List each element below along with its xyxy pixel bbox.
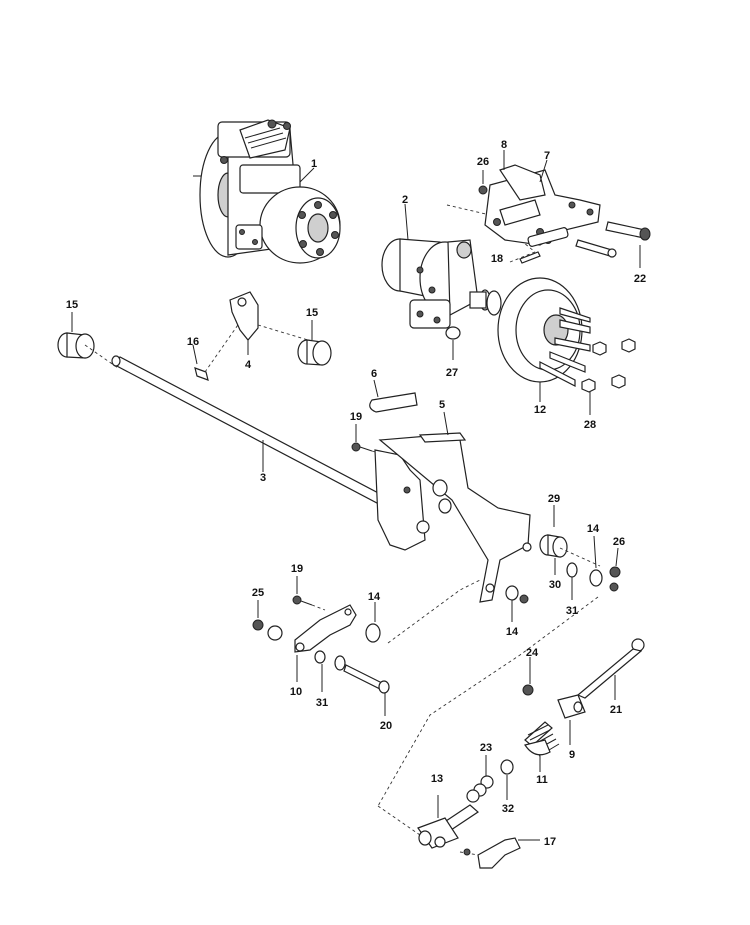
callout-26-right: 26	[613, 536, 625, 548]
part-10-lever	[267, 604, 357, 682]
part-15-bushing-right	[297, 320, 332, 366]
part-25-nut	[252, 600, 264, 631]
callout-19-upper: 19	[350, 411, 362, 423]
callout-14-left: 14	[368, 591, 381, 603]
part-5-pedal-bracket	[374, 411, 532, 603]
part-26-nut-right	[609, 547, 621, 592]
part-16-pin	[192, 321, 241, 381]
callout-24: 24	[526, 647, 539, 659]
part-1-wheel-motor	[193, 119, 341, 264]
callout-30: 30	[549, 579, 561, 591]
callout-25: 25	[252, 587, 264, 599]
part-2-hydraulic-motor	[381, 203, 502, 360]
callout-23: 23	[480, 742, 492, 754]
part-32-washer	[500, 759, 514, 800]
part-29-spacer	[539, 505, 568, 558]
callout-31-left: 31	[316, 697, 328, 709]
part-17-pin	[463, 837, 540, 869]
part-24-nut	[522, 657, 534, 696]
part-4-lever	[229, 291, 309, 355]
part-14-washer-middle	[505, 585, 529, 622]
callout-7: 7	[544, 150, 550, 162]
callout-17: 17	[544, 836, 556, 848]
callout-3: 3	[260, 472, 266, 484]
callout-28: 28	[584, 419, 596, 431]
callout-13: 13	[431, 773, 443, 785]
callout-20: 20	[380, 720, 392, 732]
part-31-washer-left	[314, 650, 326, 692]
part-19-bolt-lower	[292, 576, 326, 611]
callout-5: 5	[439, 399, 445, 411]
callout-27: 27	[446, 367, 458, 379]
callout-15-left: 15	[66, 299, 78, 311]
callout-15-right: 15	[306, 307, 318, 319]
callout-19-lower: 19	[291, 563, 303, 575]
callout-26-top: 26	[477, 156, 489, 168]
part-21-bolt	[569, 638, 645, 704]
part-14-washer-left	[365, 602, 381, 643]
callout-22: 22	[634, 273, 646, 285]
part-11-spring	[524, 721, 560, 772]
part-31-washer-right	[566, 562, 578, 600]
part-7-8-brake-bracket	[446, 150, 601, 253]
callout-2: 2	[402, 194, 408, 206]
part-15-bushing-left	[57, 312, 95, 359]
callout-4: 4	[245, 359, 252, 371]
callout-9: 9	[569, 749, 575, 761]
part-30-nut	[554, 547, 601, 575]
part-12-brake-disc	[497, 277, 591, 402]
callout-21: 21	[610, 704, 622, 716]
part-6-key	[369, 379, 418, 413]
part-9-clevis	[557, 694, 586, 745]
part-3-shaft	[84, 344, 421, 523]
callout-32: 32	[502, 803, 514, 815]
callout-labels: 1 2 3 4 5 6 7 8 9 10 11 12 13 14 14 14 1…	[66, 139, 646, 848]
callout-11: 11	[536, 774, 548, 786]
callout-31-right: 31	[566, 605, 578, 617]
part-22-bolts	[575, 221, 651, 268]
callout-18: 18	[491, 253, 503, 265]
callout-12: 12	[534, 404, 546, 416]
callout-10: 10	[290, 686, 302, 698]
part-13-clevis-rod	[417, 795, 479, 849]
part-28-nuts	[581, 338, 636, 415]
part-14-washer-right	[589, 535, 603, 587]
callout-6: 6	[371, 368, 377, 380]
callout-14-right: 14	[587, 523, 600, 535]
callout-1: 1	[311, 158, 317, 170]
part-23-nuts	[466, 755, 494, 803]
part-18-pin	[509, 251, 541, 264]
callout-8: 8	[501, 139, 507, 151]
callout-14-middle: 14	[506, 626, 519, 638]
callout-16: 16	[187, 336, 199, 348]
part-20-bolt	[334, 655, 390, 716]
callout-29: 29	[548, 493, 560, 505]
